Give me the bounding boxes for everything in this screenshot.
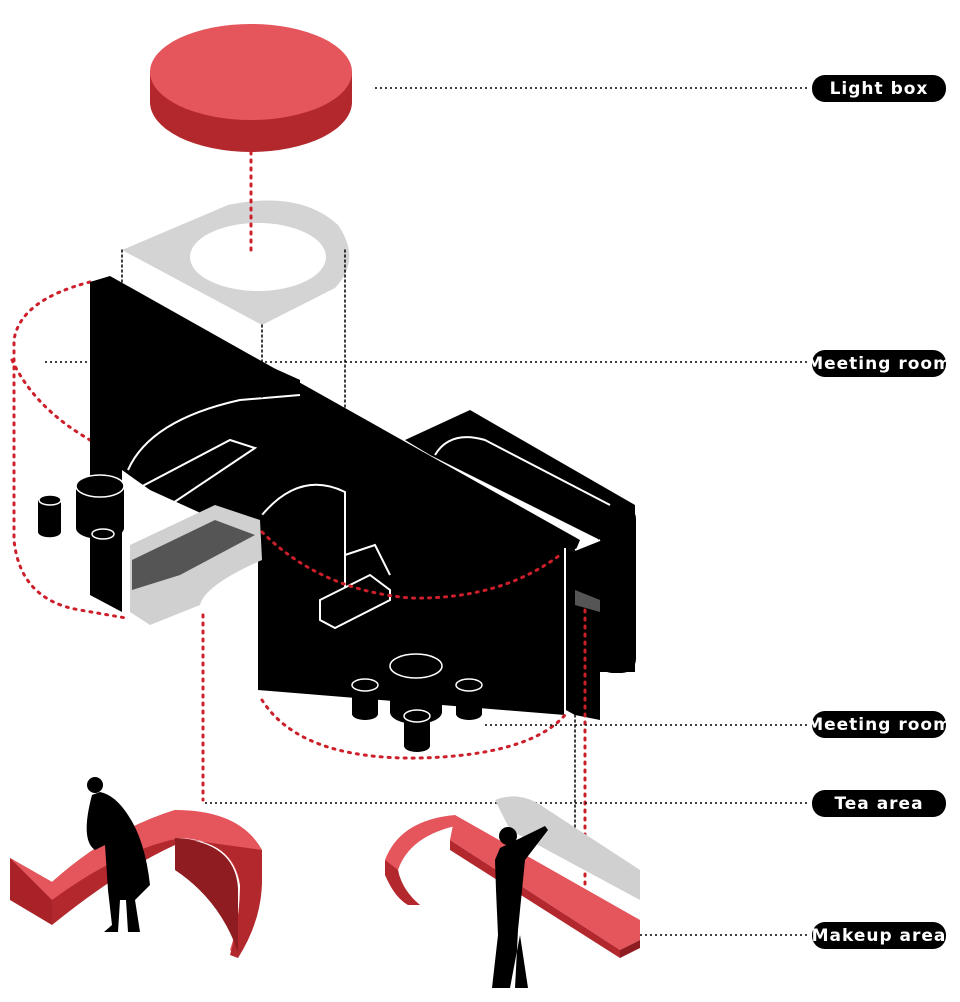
label-meeting-room-top: Meeting room	[806, 350, 952, 377]
black-wall-structure	[90, 276, 636, 720]
stool-small-1	[38, 494, 62, 538]
stool-small-3	[351, 678, 379, 720]
meeting-room-outline-lower	[260, 698, 567, 760]
stool-small-4	[455, 678, 483, 720]
grey-seating-ledge	[130, 505, 262, 625]
grey-ceiling-ring	[122, 200, 350, 325]
makeup-area-counter	[385, 796, 640, 958]
meeting-room-outline-arc	[260, 530, 562, 600]
label-meeting-room-bottom: Meeting room	[806, 711, 952, 738]
stool-small-2	[91, 528, 115, 572]
person-silhouette-left	[86, 777, 150, 932]
table-2	[389, 653, 443, 724]
svg-text:Meeting room: Meeting room	[806, 715, 952, 735]
svg-text:Makeup area: Makeup area	[812, 926, 947, 946]
meeting-room-outline-left	[12, 280, 128, 620]
svg-text:Tea area: Tea area	[834, 794, 923, 814]
svg-text:Meeting room: Meeting room	[806, 354, 952, 374]
stool-small-5	[403, 709, 431, 752]
table-1	[75, 474, 125, 539]
lower-stools	[351, 653, 483, 752]
svg-text:Light box: Light box	[830, 79, 929, 99]
upper-stools	[38, 474, 125, 572]
light-box-disc	[150, 24, 352, 152]
person-silhouette-right	[492, 826, 548, 988]
label-makeup-area: Makeup area	[812, 922, 947, 949]
label-light-box: Light box	[812, 75, 946, 102]
label-tea-area: Tea area	[812, 790, 946, 817]
